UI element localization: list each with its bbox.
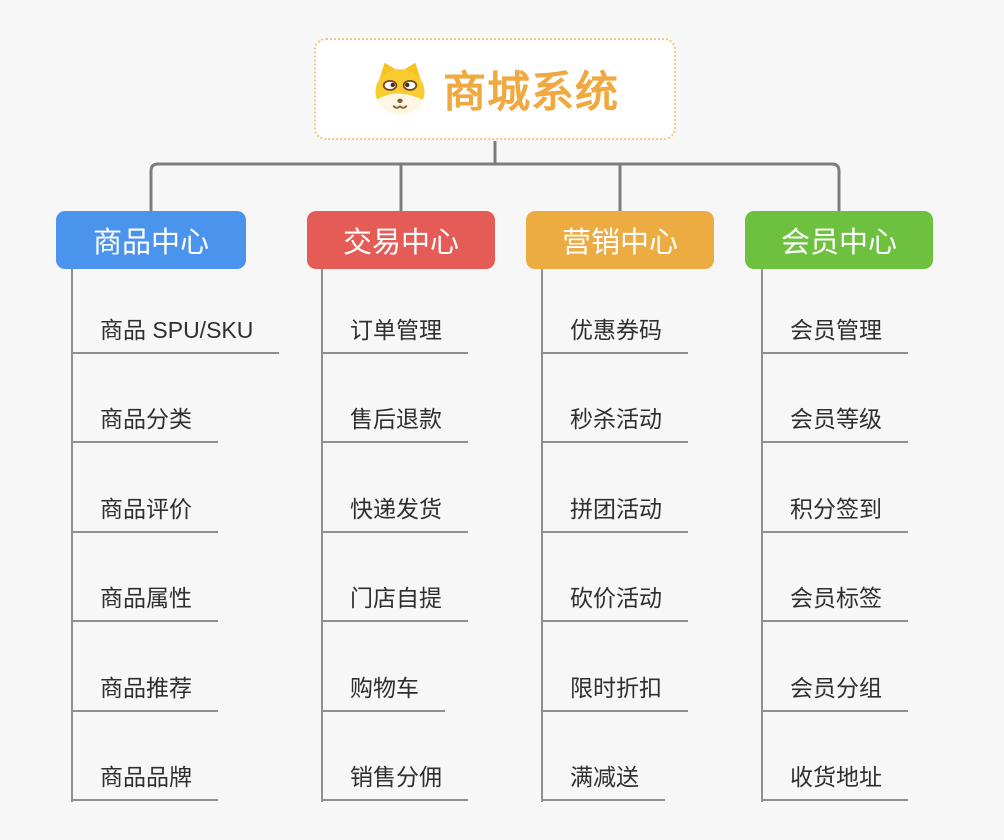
- branch-connector-line: [761, 269, 763, 802]
- branch-connector-line: [321, 269, 323, 802]
- topic-item[interactable]: 满减送: [542, 761, 665, 801]
- branch-node-trade-center[interactable]: 交易中心: [307, 211, 495, 269]
- topic-item[interactable]: 积分签到: [762, 493, 908, 533]
- topic-item[interactable]: 砍价活动: [542, 582, 688, 622]
- topic-item[interactable]: 优惠券码: [542, 314, 688, 354]
- topic-item[interactable]: 商品分类: [72, 403, 218, 443]
- topic-item[interactable]: 会员等级: [762, 403, 908, 443]
- branch-node-marketing-center[interactable]: 营销中心: [526, 211, 714, 269]
- branch-node-product-center[interactable]: 商品中心: [56, 211, 246, 269]
- topic-item[interactable]: 快递发货: [322, 493, 468, 533]
- topic-item[interactable]: 订单管理: [322, 314, 468, 354]
- topic-item[interactable]: 商品评价: [72, 493, 218, 533]
- topic-item[interactable]: 会员管理: [762, 314, 908, 354]
- topic-item[interactable]: 商品属性: [72, 582, 218, 622]
- topic-item[interactable]: 购物车: [322, 672, 445, 712]
- root-node-mall-system[interactable]: 商城系统: [314, 38, 676, 140]
- topic-item[interactable]: 收货地址: [762, 761, 908, 801]
- branch-connector-line: [71, 269, 73, 802]
- branch-node-member-center[interactable]: 会员中心: [745, 211, 933, 269]
- shiba-dog-icon: [375, 62, 425, 115]
- topic-item[interactable]: 拼团活动: [542, 493, 688, 533]
- topic-item[interactable]: 限时折扣: [542, 672, 688, 712]
- topic-item[interactable]: 会员分组: [762, 672, 908, 712]
- root-title: 商城系统: [443, 69, 619, 117]
- topic-item[interactable]: 秒杀活动: [542, 403, 688, 443]
- branch-connector-line: [541, 269, 543, 802]
- topic-item[interactable]: 商品 SPU/SKU: [72, 314, 280, 354]
- topic-item[interactable]: 商品推荐: [72, 672, 218, 712]
- topic-item[interactable]: 售后退款: [322, 403, 468, 443]
- topic-item[interactable]: 会员标签: [762, 582, 908, 622]
- topic-item[interactable]: 销售分佣: [322, 761, 468, 801]
- topic-item[interactable]: 商品品牌: [72, 761, 218, 801]
- topic-item[interactable]: 门店自提: [322, 582, 468, 622]
